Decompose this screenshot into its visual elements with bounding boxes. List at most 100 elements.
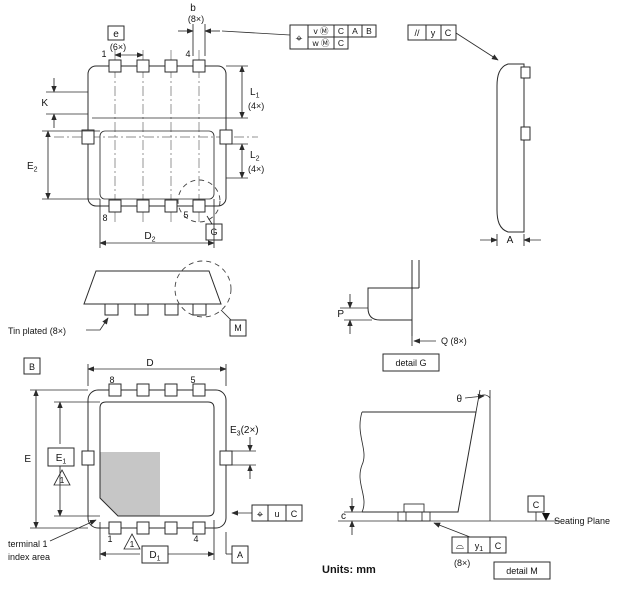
fcf-position-r2c2: C — [338, 38, 344, 48]
dim-l1-count: (4×) — [248, 101, 264, 111]
dim-d-label: D — [146, 358, 153, 369]
detail-m-ref-box — [229, 319, 247, 337]
dim-l1-label: L1 — [250, 87, 260, 100]
exposed-die-pad — [99, 401, 215, 517]
pin-8-label: 8 — [102, 213, 107, 223]
die-pad-top-view — [99, 130, 215, 200]
index-note-line2: index area — [8, 552, 50, 562]
detail-g-circle — [177, 179, 221, 223]
fcf-y1-datum: C — [495, 541, 502, 551]
top-view: b (8×) e (6×) 1 4 8 5 K E2 — [27, 3, 291, 248]
detail-m-caption: detail M — [506, 566, 538, 576]
package-body-side-view — [496, 63, 525, 233]
detail-m-view: θ c C Seating Plane ⌓ y1 C (8×) — [338, 389, 610, 580]
dim-b-label: b — [190, 3, 196, 14]
fcf-position: ⌖ v Ⓜ C A B w Ⓜ C — [289, 24, 377, 50]
dim-d2: D2 — [99, 199, 215, 248]
pin-5-label: 5 — [183, 210, 188, 220]
dim-q-label: Q (8×) — [441, 336, 467, 346]
pin-4-label: 4 — [185, 49, 190, 59]
pin-4-label-bottom: 4 — [193, 534, 198, 544]
dim-d2-label: D2 — [144, 231, 155, 244]
detail-m-circle — [174, 260, 232, 318]
side-view: A — [480, 63, 541, 246]
units-label: Units: mm — [322, 564, 376, 576]
seating-plane-triangle-icon — [542, 513, 550, 521]
dim-e1-box — [47, 447, 75, 467]
dim-l2: L2 (4×) — [226, 143, 264, 179]
theta-label: θ — [456, 394, 462, 405]
dim-b-count: (8×) — [188, 14, 204, 24]
dim-e-count: (6×) — [110, 42, 126, 52]
seating-plane-label: Seating Plane — [554, 516, 610, 526]
datum-b-box — [23, 357, 41, 375]
dim-d1-box — [141, 545, 169, 564]
dim-l2-count: (4×) — [248, 164, 264, 174]
note-1-number-2: 1 — [130, 539, 135, 549]
pin-1-label: 1 — [101, 49, 106, 59]
dim-a: A — [480, 234, 541, 246]
fcf-y1-count: (8×) — [454, 558, 470, 568]
dim-d1-label: D1 — [149, 550, 160, 563]
dim-e3: E3(2×) — [230, 425, 259, 479]
dim-k: K — [41, 78, 88, 128]
dim-e2: E2 — [27, 130, 100, 200]
fcf-position-r1c1: v Ⓜ — [313, 26, 329, 36]
dim-theta: θ — [456, 389, 491, 521]
dim-e: e (6×) — [107, 25, 144, 58]
dim-c: c — [341, 498, 362, 535]
fcf-u-datum: C — [291, 509, 298, 519]
parallelism-symbol-icon: // — [414, 28, 420, 38]
datum-a-label: A — [237, 550, 243, 560]
fcf-position-r1c2: C — [338, 26, 344, 36]
fcf-parallelism-datum: C — [445, 28, 452, 38]
fcf-position-r2c1: w Ⓜ — [311, 38, 330, 48]
datum-c-label: C — [533, 500, 540, 510]
profile-view: M Tin plated (8×) — [8, 260, 247, 337]
dim-c-label: c — [341, 511, 346, 522]
package-body-detail-m — [362, 411, 477, 513]
detail-m-ref-label: M — [234, 323, 242, 333]
position-symbol-icon: ⌖ — [296, 31, 303, 45]
detail-g-view: P Q (8×) detail G — [337, 260, 467, 372]
dim-k-label: K — [41, 98, 48, 109]
dim-d: D — [87, 358, 227, 386]
dim-e2-label: E2 — [27, 161, 38, 174]
dim-p: P — [337, 294, 353, 334]
fcf-u-tol: u — [274, 509, 279, 519]
dim-l2-label: L2 — [250, 150, 260, 163]
fcf-y1-tol: y1 — [475, 541, 484, 553]
dim-a-label: A — [507, 235, 514, 246]
fcf-coplanarity: ⌓ y1 C (8×) — [433, 522, 507, 568]
dim-e-bottom: E — [24, 389, 88, 529]
detail-g-caption: detail G — [395, 358, 426, 368]
note-1-triangle-icon-2 — [123, 533, 141, 550]
dim-e-label: E — [24, 454, 31, 465]
package-body-top-view — [87, 65, 227, 207]
fcf-position-r1c4: B — [366, 26, 372, 36]
terminal-cross-section — [367, 287, 419, 321]
profile-symbol-icon: ⌓ — [456, 541, 464, 552]
dim-q: Q (8×) — [411, 330, 467, 346]
index-note-line1: terminal 1 — [8, 539, 48, 549]
fcf-parallelism: // y C — [407, 24, 499, 61]
terminal-foot — [397, 511, 431, 522]
dim-b: b (8×) — [178, 3, 291, 56]
fcf-position-r1c3: A — [352, 26, 358, 36]
package-body-profile — [83, 270, 222, 305]
dim-d1: D1 A — [99, 520, 249, 564]
dim-e1: E1 — [47, 401, 100, 517]
pin-5-label-bottom: 5 — [190, 375, 195, 385]
bottom-view: B D 8 5 E — [8, 357, 303, 564]
detail-g-caption-box — [382, 353, 440, 372]
pin-1-label-bottom: 1 — [107, 534, 112, 544]
note-1-number: 1 — [60, 475, 65, 485]
terminal-step — [403, 503, 425, 513]
terminal-1-index-area — [100, 452, 160, 516]
datum-a-box — [231, 545, 249, 564]
note-1-triangle-icon — [53, 469, 71, 486]
fcf-side-pads: ⌖ u C — [231, 504, 303, 522]
detail-m-caption-box — [493, 561, 551, 580]
